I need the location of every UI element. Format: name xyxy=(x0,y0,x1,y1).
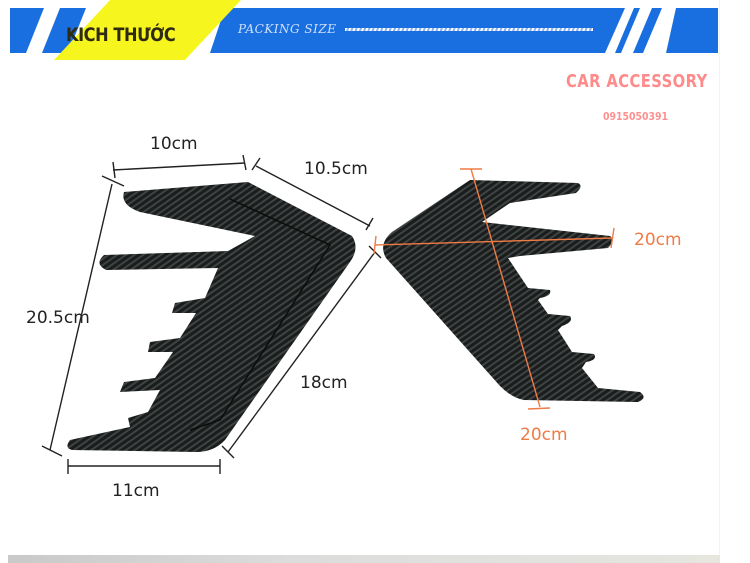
dim-bottom-width: 11cm xyxy=(112,481,160,501)
dim-height: 20.5cm xyxy=(26,308,90,328)
watermark-phone: 0915050391 xyxy=(603,110,669,123)
banner-title: KICH THƯỚC xyxy=(66,24,176,46)
dim-diagonal: 20cm xyxy=(520,425,568,445)
right-dimension-lines xyxy=(373,168,615,410)
right-vent-part xyxy=(383,180,644,402)
dim-top-slant: 10.5cm xyxy=(304,159,368,179)
footer-divider xyxy=(8,555,720,563)
dim-horizontal: 20cm xyxy=(634,230,682,250)
dim-top-width: 10cm xyxy=(150,134,198,154)
decorative-rope xyxy=(345,28,593,31)
header-banner: KICH THƯỚC PACKING SIZE xyxy=(0,0,750,62)
right-margin xyxy=(719,0,750,563)
watermark-brand: CAR ACCESSORY xyxy=(566,71,708,92)
dim-right-slant: 18cm xyxy=(300,373,348,393)
banner-subtitle: PACKING SIZE xyxy=(238,22,337,36)
left-vent-part xyxy=(67,182,356,452)
left-dimension-lines xyxy=(41,154,382,474)
